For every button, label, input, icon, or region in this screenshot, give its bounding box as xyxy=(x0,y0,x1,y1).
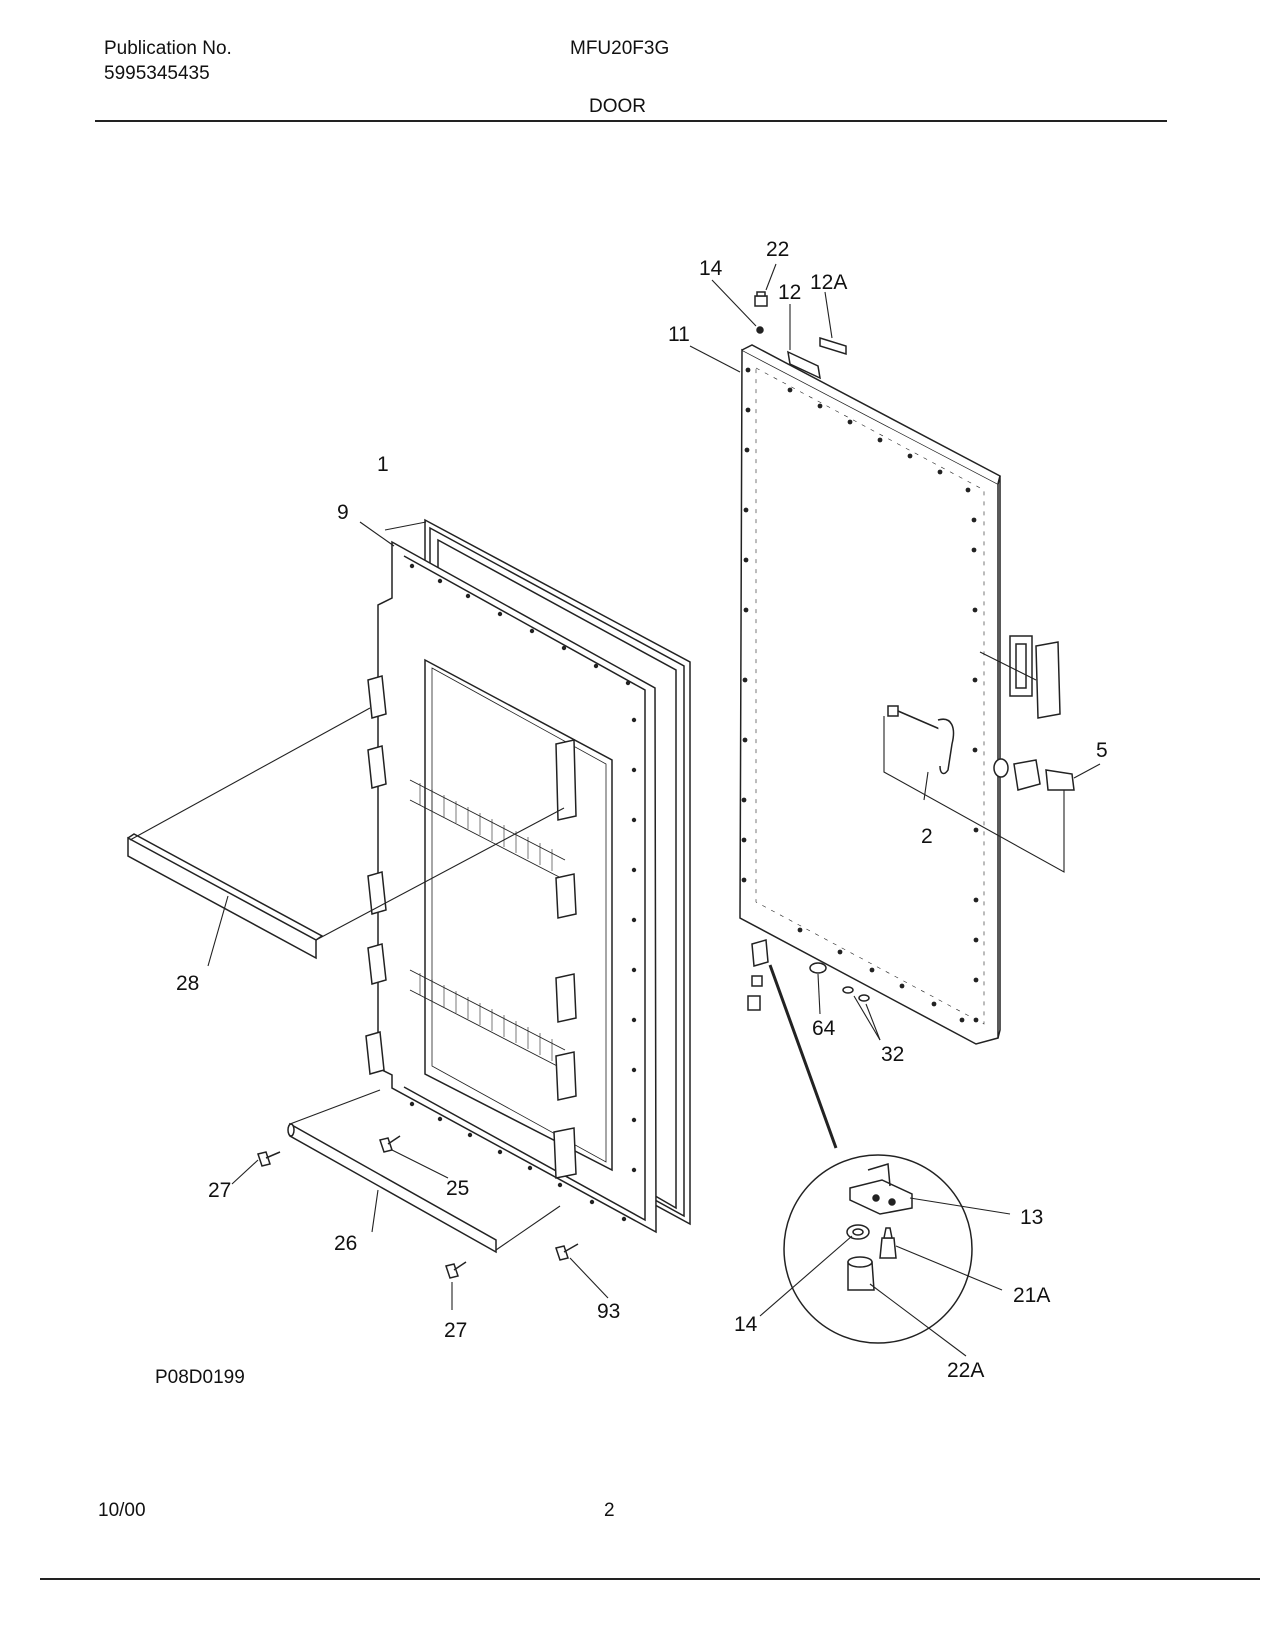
section-title: DOOR xyxy=(589,96,646,117)
figure-code: P08D0199 xyxy=(155,1367,245,1388)
callout-22: 22 xyxy=(766,238,789,261)
top-hinge-cover-strip xyxy=(127,833,324,960)
screws xyxy=(257,1135,579,1279)
callout-2: 2 xyxy=(921,825,933,848)
callout-27-bottom: 27 xyxy=(444,1319,467,1342)
callout-labels: 1 9 28 27 26 25 27 93 11 14 22 12 12A 5 … xyxy=(176,238,1108,1382)
callout-27-left: 27 xyxy=(208,1179,231,1202)
model-number: MFU20F3G xyxy=(570,38,670,59)
callout-12: 12 xyxy=(778,281,801,304)
callout-12a: 12A xyxy=(810,271,847,294)
callout-26: 26 xyxy=(334,1232,357,1255)
leader-lines xyxy=(129,263,1101,1357)
callout-25: 25 xyxy=(446,1177,469,1200)
hinge-detail-view xyxy=(768,964,973,1344)
callout-32: 32 xyxy=(881,1043,904,1066)
callout-93: 93 xyxy=(597,1300,620,1323)
callout-1: 1 xyxy=(377,453,389,476)
top-hinge-hardware xyxy=(754,291,847,380)
callout-13: 13 xyxy=(1020,1206,1043,1229)
header-rule xyxy=(95,120,1167,122)
callout-5: 5 xyxy=(1096,739,1108,762)
footer-rule xyxy=(40,1578,1260,1580)
callout-14-top: 14 xyxy=(699,257,723,280)
bottom-hinge-hardware xyxy=(747,939,870,1011)
handle-lock-assembly xyxy=(887,635,1075,791)
publication-label: Publication No. xyxy=(104,38,232,59)
callout-9: 9 xyxy=(337,501,349,524)
callout-28: 28 xyxy=(176,972,199,995)
outer-door-panel xyxy=(739,344,1001,1045)
callout-21a: 21A xyxy=(1013,1284,1050,1307)
door-liner xyxy=(365,540,657,1234)
publication-number: 5995345435 xyxy=(104,63,210,84)
page-number: 2 xyxy=(604,1500,615,1521)
footer-date: 10/00 xyxy=(98,1500,146,1521)
callout-22a: 22A xyxy=(947,1359,984,1382)
callout-64: 64 xyxy=(812,1017,836,1040)
callout-14-detail: 14 xyxy=(734,1313,758,1336)
callout-11: 11 xyxy=(668,323,690,346)
